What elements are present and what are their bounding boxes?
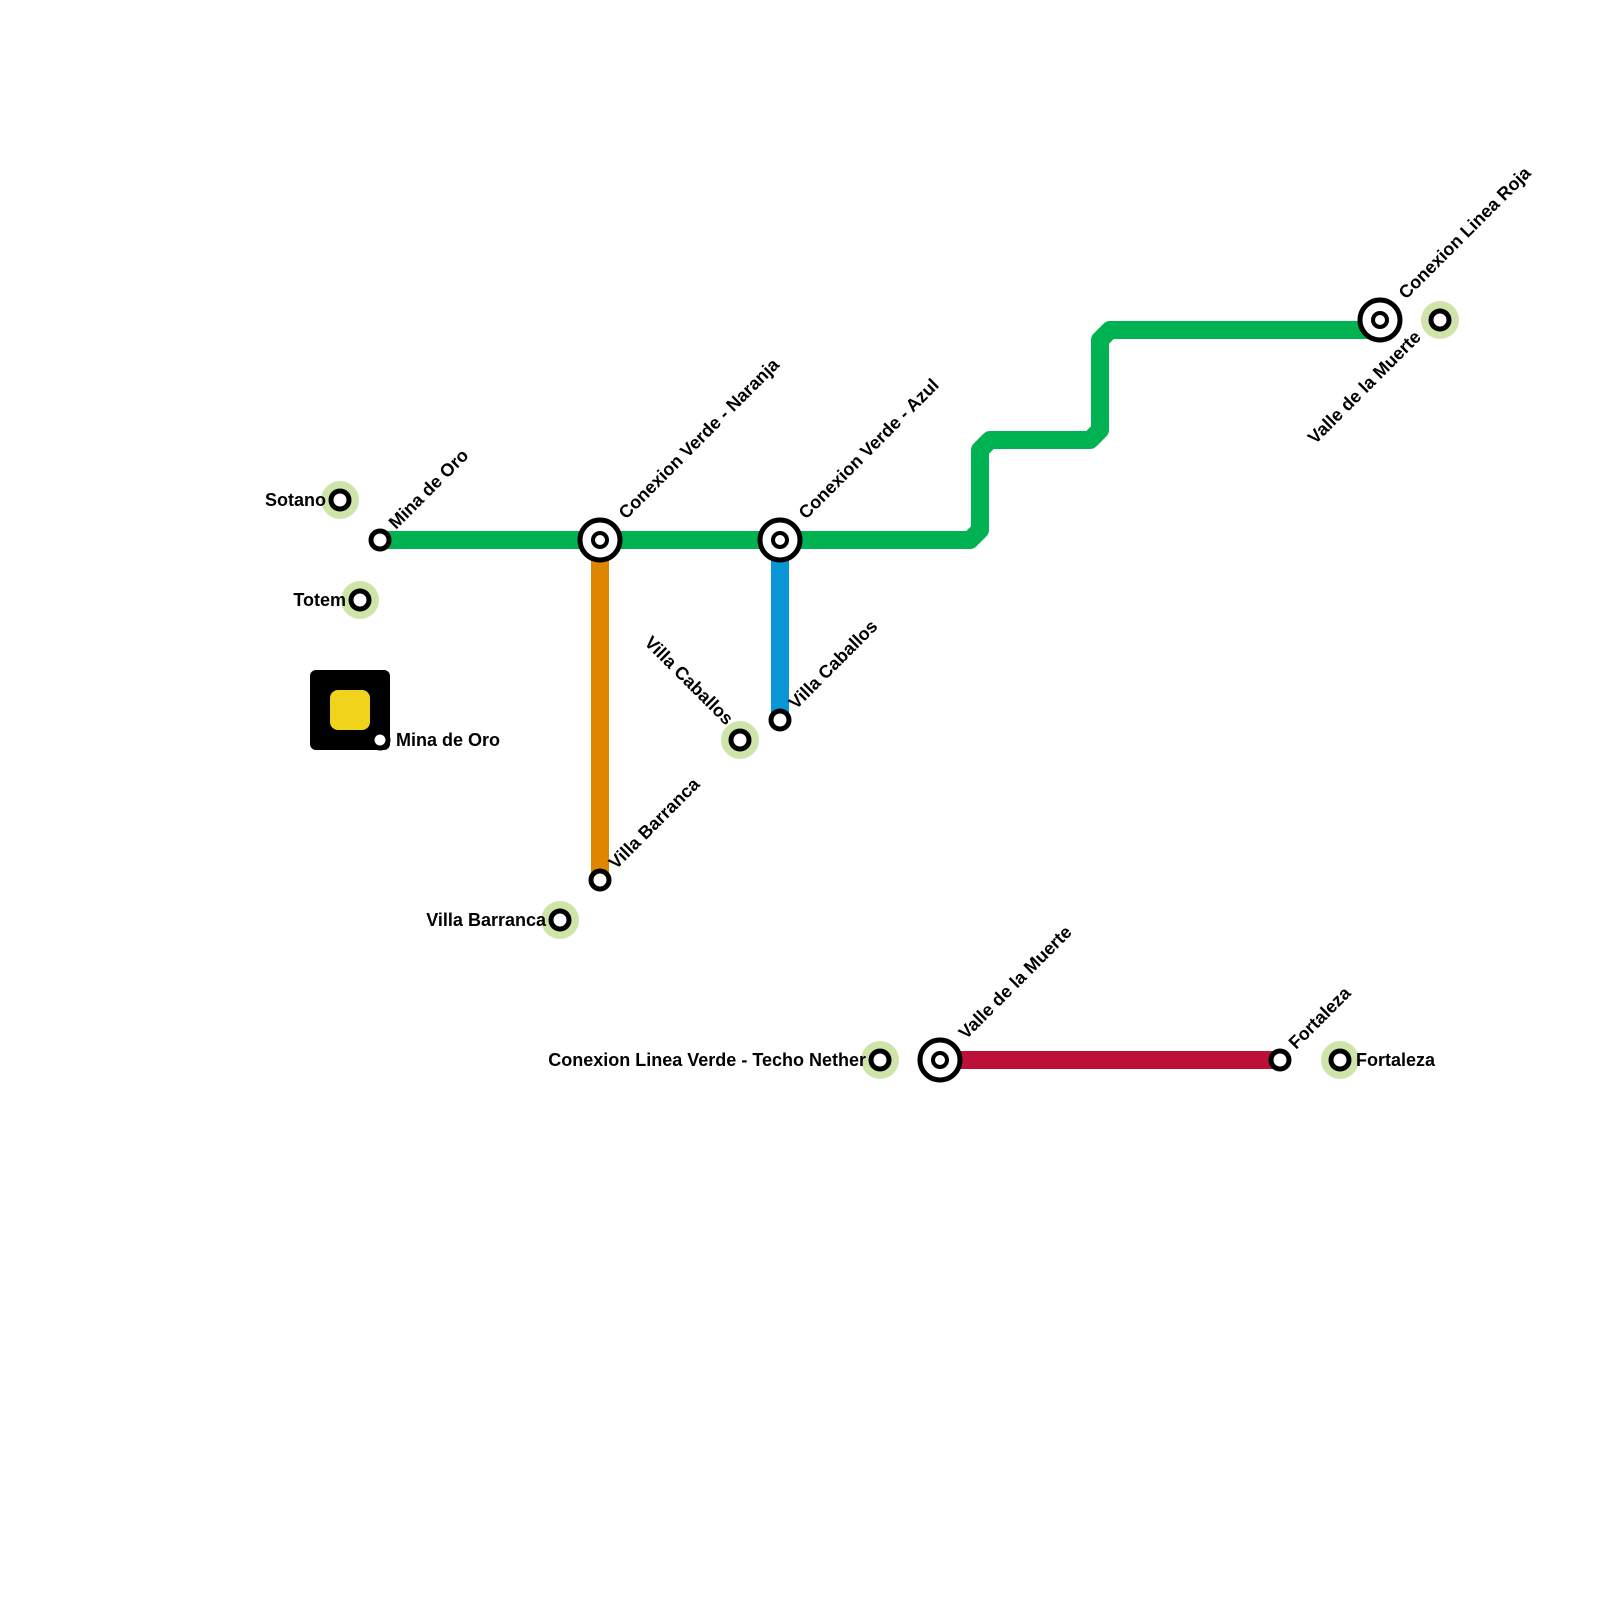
- label-sotano: Sotano: [265, 490, 326, 510]
- interchange-core: [771, 531, 789, 549]
- station-totem[interactable]: [348, 588, 372, 612]
- label-villa-barranca-orange: Villa Barranca: [605, 773, 705, 873]
- station-villa-caballos-halo[interactable]: [728, 728, 752, 752]
- interchange-core: [591, 531, 609, 549]
- interchange-core: [1371, 311, 1389, 329]
- label-fortaleza-halo: Fortaleza: [1356, 1050, 1436, 1070]
- station-villa-barranca-orange[interactable]: [588, 868, 612, 892]
- label-conexion-verde-naranja: Conexion Verde - Naranja: [615, 354, 784, 523]
- mina-de-oro-marker[interactable]: [310, 670, 390, 750]
- station-valle-de-la-muerte-red[interactable]: [917, 1037, 963, 1083]
- station-valle-de-la-muerte-halo[interactable]: [1428, 308, 1452, 332]
- label-conexion-verde-azul: Conexion Verde - Azul: [795, 375, 943, 523]
- station-villa-caballos-blue[interactable]: [768, 708, 792, 732]
- marker-inner: [330, 690, 370, 730]
- line-green[interactable]: [371, 321, 1389, 549]
- station-fortaleza-red[interactable]: [1268, 1048, 1292, 1072]
- label-villa-caballos-halo: Villa Caballos: [641, 632, 738, 729]
- station-conexion-techo-nether[interactable]: [868, 1048, 892, 1072]
- label-villa-barranca-halo: Villa Barranca: [426, 910, 547, 930]
- label-mina-de-oro-marker: Mina de Oro: [396, 730, 500, 750]
- label-conexion-techo-nether: Conexion Linea Verde - Techo Nether: [548, 1050, 866, 1070]
- station-fortaleza-halo[interactable]: [1328, 1048, 1352, 1072]
- label-valle-de-la-muerte-red: Valle de la Muerte: [955, 922, 1076, 1043]
- station-conexion-verde-azul[interactable]: [757, 517, 803, 563]
- interchange-core: [931, 1051, 949, 1069]
- label-valle-de-la-muerte-halo: Valle de la Muerte: [1304, 327, 1425, 448]
- station-mina-de-oro-marker[interactable]: [369, 729, 391, 751]
- station-villa-barranca-halo[interactable]: [548, 908, 572, 932]
- label-villa-caballos-blue: Villa Caballos: [785, 616, 882, 713]
- label-mina-de-oro-green: Mina de Oro: [385, 445, 473, 533]
- lines-layer: [371, 321, 1389, 1069]
- station-conexion-verde-naranja[interactable]: [577, 517, 623, 563]
- labels-layer: Mina de Oro Conexion Verde - Naranja Con…: [265, 162, 1535, 1070]
- station-sotano[interactable]: [328, 488, 352, 512]
- label-conexion-linea-roja: Conexion Linea Roja: [1395, 162, 1536, 303]
- label-totem: Totem: [293, 590, 346, 610]
- station-mina-de-oro-green[interactable]: [368, 528, 392, 552]
- station-conexion-linea-roja[interactable]: [1357, 297, 1403, 343]
- stations-layer: [328, 297, 1452, 1083]
